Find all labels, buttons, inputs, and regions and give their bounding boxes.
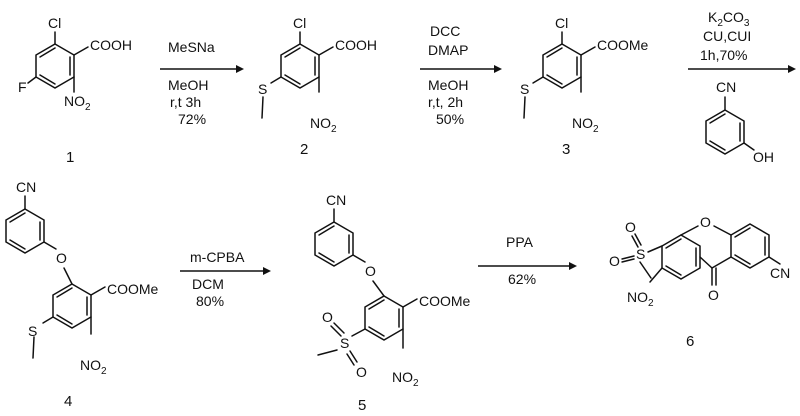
atom-s: S [636, 246, 645, 262]
reagent-mcpba: m-CPBA [190, 249, 245, 265]
compound-number-4: 4 [64, 393, 72, 410]
atom-cn: CN [326, 192, 346, 208]
atom-cn: CN [716, 79, 736, 95]
atom-coome: COOMe [419, 293, 471, 309]
atom-cooh: COOH [335, 37, 377, 53]
atom-o: O [365, 263, 376, 279]
atom-o: O [356, 364, 367, 380]
svg-text:NO2: NO2 [310, 115, 337, 135]
compound-number-3: 3 [562, 141, 570, 158]
reaction-step-1: MeSNa MeOH r,t 3h 72% [160, 39, 244, 127]
compound-6: CN O O S O O NO2 6 [609, 214, 790, 350]
svg-text:NO2: NO2 [80, 357, 107, 377]
svg-text:K2CO3: K2CO3 [708, 9, 750, 29]
reagent-dcc: DCC [430, 23, 460, 39]
atom-o: O [609, 253, 620, 269]
svg-text:NO2: NO2 [572, 115, 599, 135]
svg-text:NO2: NO2 [392, 369, 419, 389]
atom-o: O [56, 250, 67, 266]
reagent-dmap: DMAP [428, 42, 468, 58]
compound-2: Cl COOH S NO2 2 [258, 15, 377, 158]
atom-oh: OH [753, 149, 774, 165]
atom-cn: CN [770, 265, 790, 281]
reagent-mesna: MeSNa [168, 39, 215, 55]
atom-cl: Cl [293, 15, 306, 31]
compound-3: Cl COOMe S NO2 3 [520, 15, 649, 158]
conditions-1: r,t 3h [170, 94, 201, 110]
atom-cooh: COOH [90, 37, 132, 53]
conditions-2: r,t, 2h [428, 94, 463, 110]
conditions-3: 1h,70% [700, 47, 747, 63]
compound-1: Cl COOH F NO2 1 [18, 15, 132, 166]
yield-2: 50% [436, 111, 464, 127]
compound-number-2: 2 [300, 141, 308, 158]
svg-text:NO2: NO2 [64, 93, 91, 113]
atom-s: S [520, 81, 529, 97]
atom-f: F [18, 79, 27, 95]
reaction-step-4: m-CPBA DCM 80% [180, 249, 271, 309]
yield-1: 72% [178, 111, 206, 127]
atom-o: O [700, 214, 711, 230]
atom-o: O [625, 219, 636, 235]
solvent-dcm: DCM [192, 276, 224, 292]
compound-4: CN O COOMe S NO2 4 [5, 179, 159, 410]
atom-s: S [28, 323, 37, 339]
yield-4: 80% [196, 293, 224, 309]
solvent-meoh-2: MeOH [428, 77, 468, 93]
solvent-meoh-1: MeOH [168, 77, 208, 93]
atom-cn: CN [16, 179, 36, 195]
atom-s: S [258, 81, 267, 97]
atom-cl: Cl [48, 15, 61, 31]
reaction-step-3: K2CO3 CU,CUI 1h,70% CN OH [688, 9, 796, 165]
atom-coome: COOMe [107, 281, 159, 297]
compound-5: CN O COOMe S O O NO2 5 [314, 192, 471, 414]
atom-s: S [340, 335, 349, 351]
svg-text:NO2: NO2 [627, 289, 654, 309]
atom-coome: COOMe [597, 37, 649, 53]
yield-5: 62% [508, 271, 536, 287]
reagent-cu-cui: CU,CUI [703, 28, 751, 44]
atom-cl: Cl [555, 15, 568, 31]
compound-number-5: 5 [358, 397, 366, 414]
compound-number-6: 6 [686, 333, 694, 350]
reaction-step-5: PPA 62% [478, 234, 577, 287]
compound-number-1: 1 [66, 149, 74, 166]
reaction-step-2: DCC DMAP MeOH r,t, 2h 50% [420, 23, 502, 127]
atom-o: O [322, 309, 333, 325]
reagent-ppa: PPA [506, 234, 534, 250]
atom-o: O [708, 287, 719, 303]
